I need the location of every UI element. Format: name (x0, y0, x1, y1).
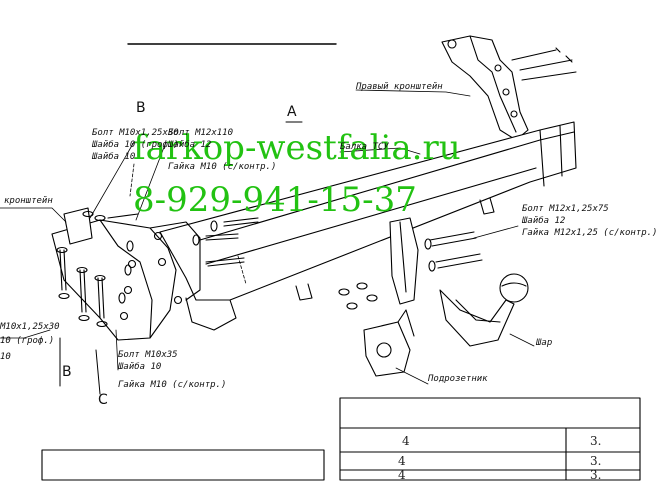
label-washer-10-grover: Шайба 10 (гроф.) (92, 140, 179, 150)
view-mark-c: C (98, 392, 108, 408)
label-left-partial-1: М10х1,25х30 (0, 322, 60, 332)
title-block-frame (41, 449, 325, 481)
label-beam: Балка ТСУ (340, 142, 389, 152)
label-bolt-m10x35: Болт М10х35 (118, 350, 178, 360)
table-row-1-col-1: 4 (402, 434, 410, 448)
view-mark-b: B (136, 100, 146, 116)
bracket-bolts (118, 217, 259, 304)
table-row-2-col-1: 4 (398, 454, 406, 468)
label-socket-plate: Подрозетник (428, 374, 488, 384)
leader-lines (0, 89, 535, 385)
label-ball: Шар (536, 338, 553, 348)
watermark-phone: 8-929-941-15-37 (133, 180, 417, 220)
label-nut-m10-kontr: Гайка М10 (с/контр.) (168, 162, 277, 172)
label-washer-12: Шайба 12 (168, 140, 212, 150)
label-bolt-m12x110: Болт М12х110 (168, 128, 234, 138)
left-bracket (51, 207, 201, 341)
label-bolt-m12x125x75: Болт М12х1,25х75 (522, 204, 609, 214)
view-lines (59, 121, 303, 395)
table-row-3-col-2: 3. (590, 468, 602, 482)
label-left-partial-2: 10 (гроф.) (0, 336, 55, 346)
tow-ball (499, 273, 529, 303)
label-left-bracket-partial: кронштейн (4, 196, 53, 206)
table-row-1-col-2: 3. (590, 434, 602, 448)
spec-table (339, 397, 641, 481)
label-nut-m10-kontr-b: Гайка М10 (с/контр.) (118, 380, 227, 390)
label-washer-10-a: Шайба 10 (92, 152, 136, 162)
view-mark-a: A (287, 104, 297, 120)
ball-arm (439, 273, 529, 347)
view-mark-b-lower: B (62, 364, 72, 380)
label-washer-12-b: Шайба 12 (522, 216, 566, 226)
towbar-beam (159, 121, 577, 331)
label-right-bracket: Правый кронштейн (356, 82, 443, 92)
left-bolts (56, 210, 139, 328)
label-bolt-m10x125x30: Болт М10х1,25х30 (92, 128, 179, 138)
table-row-2-col-2: 3. (590, 454, 602, 468)
label-washer-10-b: Шайба 10 (118, 362, 162, 372)
socket-plate (363, 309, 415, 377)
label-nut-m12x125-kontr: Гайка М12х1,25 (с/контр.) (522, 228, 657, 238)
towbar-assembly-drawing (0, 35, 641, 481)
table-row-3-col-1: 4 (398, 468, 406, 482)
label-left-partial-3: 10 (0, 352, 11, 362)
right-bracket (441, 35, 577, 141)
watermark-site: farkop-westfalia.ru (133, 128, 461, 168)
ball-mount (338, 217, 483, 310)
